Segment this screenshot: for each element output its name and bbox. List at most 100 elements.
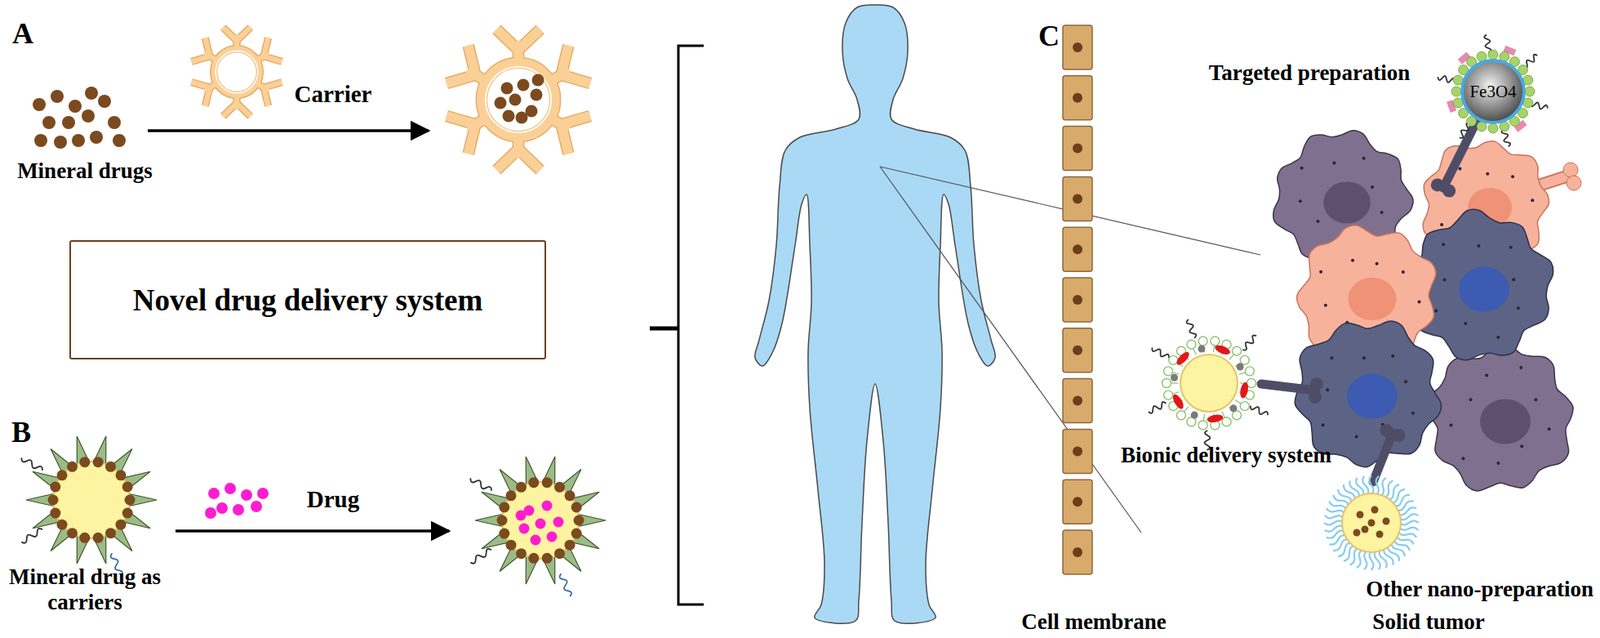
cell-granule <box>1457 166 1462 170</box>
callout-label: Bionic delivery system <box>1120 442 1332 468</box>
polymer-fringe <box>1356 548 1363 568</box>
lipid-tail <box>1203 413 1205 422</box>
surface-chain <box>1484 34 1491 53</box>
mineral-dot <box>105 461 116 472</box>
panel-letter: C <box>1038 19 1060 54</box>
mineral-dot <box>66 527 78 538</box>
mineral-dot <box>554 481 565 493</box>
human-silhouette <box>755 4 996 623</box>
polymer-fringe <box>1326 507 1346 514</box>
mineral-drug-dot <box>97 94 112 108</box>
drug-dot <box>257 487 269 499</box>
cell-granule <box>1332 160 1336 165</box>
mineral-dot <box>93 456 104 467</box>
surface-chain <box>21 528 43 543</box>
surface-chain <box>21 457 43 470</box>
cell-protrusion <box>1563 162 1578 178</box>
particle-core <box>1180 354 1238 412</box>
mineral-dot <box>122 480 134 492</box>
cell-granule <box>1298 199 1303 203</box>
cell-granule <box>1362 355 1366 360</box>
mineral-dot <box>79 456 90 467</box>
mineral-dot <box>56 519 67 530</box>
surface-chain <box>1242 335 1257 351</box>
drug-dot <box>204 506 217 519</box>
polymer-fringe <box>1362 475 1369 496</box>
polymer-fringe <box>1369 550 1374 570</box>
ligand-knob <box>1380 423 1394 437</box>
drug-dot <box>1376 530 1384 538</box>
polymer-fringe <box>1343 484 1356 500</box>
mineral-drug-dot <box>89 130 103 144</box>
lipid-head <box>1198 420 1208 430</box>
cell-granule <box>1511 277 1516 281</box>
coating-dot <box>1488 49 1498 60</box>
mineral-dot <box>498 501 510 512</box>
arrow-label: Drug <box>306 485 360 513</box>
membrane-protein <box>1174 349 1192 367</box>
tumor-nucleus <box>1480 398 1531 444</box>
loaded-carrier <box>446 29 591 170</box>
cell-granule <box>1370 185 1374 189</box>
polymer-fringe <box>1328 534 1347 544</box>
polymer-fringe <box>1397 531 1417 538</box>
drug-dot <box>216 502 228 514</box>
surface-chain <box>1437 75 1455 83</box>
cell-granule <box>1329 355 1334 360</box>
membrane-protein <box>1206 413 1224 423</box>
node-text: Novel drug delivery system <box>133 282 484 318</box>
cell-granule <box>1434 309 1438 313</box>
carrier-arm <box>561 45 591 84</box>
mineral-dot <box>564 489 576 501</box>
cell-granule <box>1325 387 1329 392</box>
cell-granule <box>1547 426 1552 431</box>
carrier-arm <box>496 149 540 170</box>
carrier-arm <box>222 27 251 41</box>
coating-dot <box>1488 123 1498 134</box>
lipid-head <box>1232 346 1242 356</box>
mineral-dot <box>528 552 539 564</box>
lipid-tail <box>1213 344 1214 352</box>
ligand-knob <box>1310 377 1324 391</box>
coating-dot <box>1451 86 1462 97</box>
mineral-dot <box>124 494 136 506</box>
carrier-arm <box>496 29 540 50</box>
mineral-dot <box>571 501 583 512</box>
cell-granule <box>1516 306 1520 310</box>
cell-nucleus <box>1072 193 1083 204</box>
mineral-drug-dot <box>112 133 126 147</box>
mineral-dot <box>122 507 134 519</box>
polymer-fringe <box>1337 542 1352 556</box>
cell-granule <box>1484 373 1489 378</box>
drug-dot <box>1356 511 1365 519</box>
lipid-head <box>1244 366 1254 376</box>
title-box: Novel drug delivery system <box>69 240 547 360</box>
surface-chain <box>560 573 573 596</box>
cell-granule <box>1401 270 1405 274</box>
membrane-cell <box>1062 25 1093 70</box>
membrane-cell <box>1062 529 1093 574</box>
drug-dot <box>1368 519 1376 527</box>
cell-granule <box>1300 166 1304 170</box>
polymer-fringe <box>1350 546 1360 565</box>
process-arrow <box>147 128 429 133</box>
membrane-dot <box>1191 411 1199 419</box>
mineral-dot <box>573 515 585 526</box>
cell-granule <box>1469 397 1473 401</box>
bracket-tick <box>649 326 679 331</box>
surface-chain <box>1186 319 1197 338</box>
carrier-arm <box>222 27 251 41</box>
surface-chain <box>470 477 492 490</box>
lipid-tail <box>1192 347 1196 355</box>
drug-dot <box>240 488 253 501</box>
caption-label: Mineral drug as carriers <box>7 564 163 615</box>
particle-core <box>1342 493 1401 552</box>
arrow-label: Carrier <box>294 80 373 108</box>
membrane-cell <box>1062 176 1093 221</box>
mineral-dot <box>528 476 539 488</box>
polymer-fringe <box>1369 475 1374 495</box>
cell-outline <box>1426 343 1574 491</box>
lipid-head <box>1164 366 1174 376</box>
carrier-ring <box>213 48 261 96</box>
cell-nucleus <box>1072 294 1083 305</box>
